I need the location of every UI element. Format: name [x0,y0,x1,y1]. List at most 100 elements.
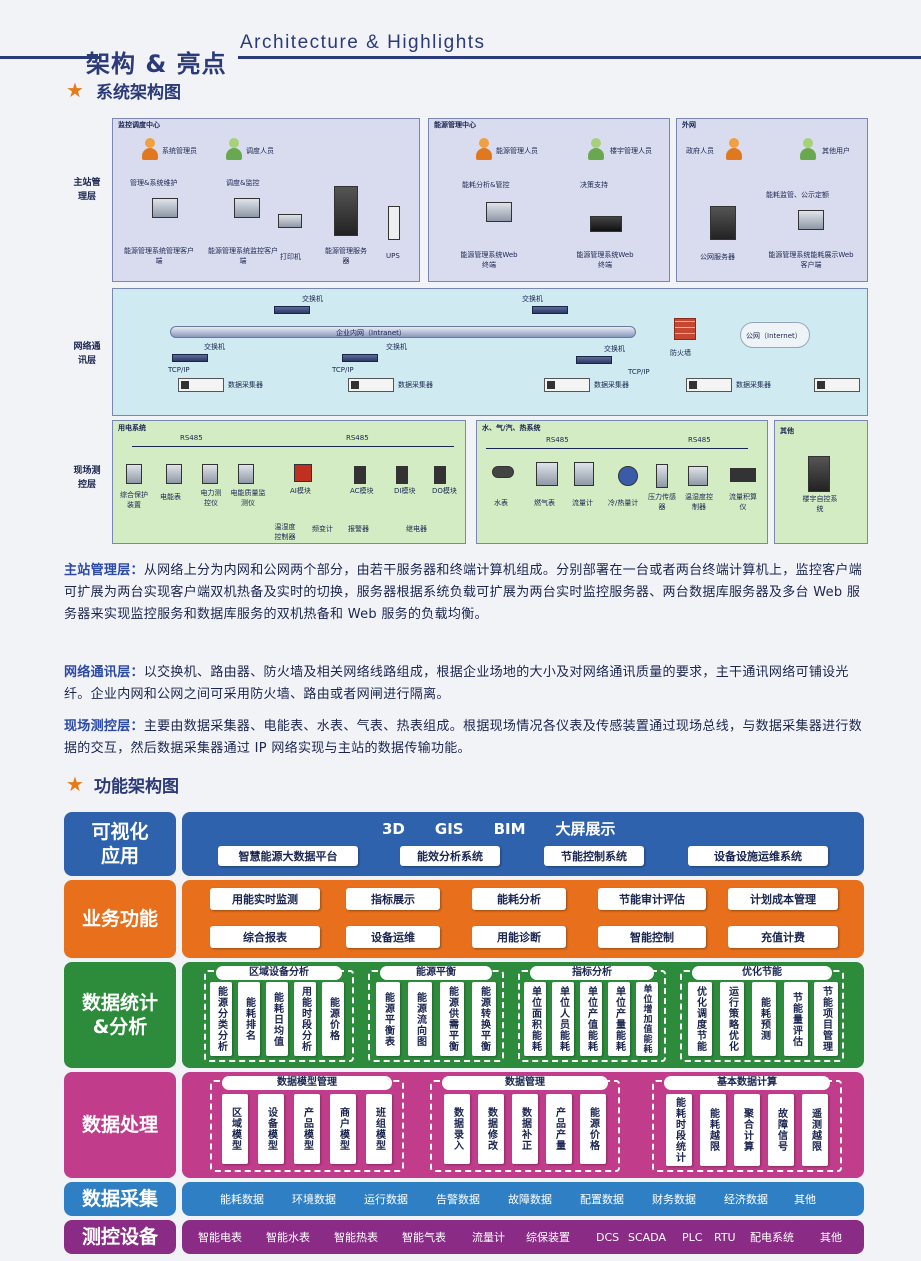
row-collection: 数据采集 能耗数据 环境数据 运行数据 告警数据 故障数据 配置数据 财务数据 … [64,1182,864,1216]
label-w7: 流量积算仪 [729,493,757,511]
stat-item: 单位产量能耗 [608,982,630,1056]
panel-energy-label: 能源管理中心 [434,121,476,129]
label-printer: 打印机 [280,253,301,261]
label-bms: 楼宇自控系统 [802,495,838,513]
label-di: DI模块 [394,487,416,495]
server-rack-icon [334,186,358,236]
internet-cloud-icon [740,322,810,348]
stat-group: 区域设备分析 [204,966,354,1062]
stat-group: 优化节能 [680,966,844,1062]
label-dispatcher: 调度人员 [246,147,274,155]
bms-server-icon [808,456,830,492]
label-pub-server: 公网服务器 [700,253,735,261]
module-icon [396,466,408,484]
stat-item: 能源供需平衡 [440,982,464,1056]
stat-item: 能源转换平衡 [472,982,496,1056]
star-icon: ★ [66,772,84,796]
proc-item: 故障信号 [768,1094,794,1166]
biz-item: 综合报表 [210,926,320,948]
viz-item: 能效分析系统 [400,846,500,866]
header-rule-left [0,56,100,59]
stat-item: 单位增加值能耗 [636,982,658,1056]
stat-item: 节能量评估 [784,982,808,1056]
device-item: RTU [714,1230,736,1244]
person-icon [476,138,492,160]
label-server: 能源管理服务器 [325,247,367,265]
device-item: DCS [596,1230,620,1244]
collect-item: 财务数据 [652,1193,696,1206]
bus-line [132,446,454,447]
flowmeter-icon [574,462,594,486]
module-icon [354,466,366,484]
layer-label-field: 现场测控层 [73,466,101,490]
proc-item: 能耗时段统计 [666,1094,692,1166]
proc-item: 班组模型 [366,1094,392,1164]
label-dispatch-monitor: 调度&监控 [226,179,260,187]
switch-icon [342,354,378,362]
proc-item: 产品产量 [546,1094,572,1164]
paragraph-master-layer: 主站管理层：从网络上分为内网和公网两个部分，由若干服务器和终端计算机组成。分别部… [64,563,863,622]
label-freq: 频变计 [312,525,333,533]
collect-item: 能耗数据 [220,1193,264,1206]
device-item: SCADA [628,1230,666,1244]
label-field-d1: 综合保护装置 [120,491,148,509]
printer-icon [278,214,302,228]
computer-icon [798,210,824,230]
collect-item: 运行数据 [364,1193,408,1206]
layer-label-network: 网络通讯层 [73,342,101,366]
label-ac: AC模块 [350,487,374,495]
label-intranet: 企业内网（Intranet） [336,329,406,337]
header-rule-right [238,56,921,59]
server-icon [710,206,736,240]
row-label-device: 测控设备 [64,1220,176,1254]
laptop-icon [590,216,622,232]
label-w1: 水表 [494,499,508,507]
label-mgmt-maint: 管理&系统维护 [130,179,178,187]
device-item: 流量计 [472,1231,505,1244]
biz-item: 节能审计评估 [598,888,706,910]
panel-other-label: 其他 [780,427,794,435]
pressure-sensor-icon [656,464,668,488]
proc-item: 聚合计算 [734,1094,760,1166]
label-switch: 交换机 [302,295,323,303]
biz-item: 用能实时监测 [210,888,320,910]
water-meter-icon [492,466,514,478]
label-collector: 数据采集器 [228,381,263,389]
proc-item: 能耗越限 [700,1094,726,1166]
label-gov: 政府人员 [686,147,714,155]
collector-icon [348,378,394,392]
panel-external [676,118,868,282]
switch-icon [172,354,208,362]
biz-item: 用能诊断 [472,926,566,948]
stat-item: 节能项目管理 [814,982,838,1056]
label-collector: 数据采集器 [594,381,629,389]
label-web1: 能源管理系统Web终端 [460,251,518,269]
proc-group: 数据管理 [430,1076,620,1172]
proc-item: 区域模型 [222,1094,248,1164]
device-item: PLC [682,1230,703,1244]
biz-item: 能耗分析 [472,888,566,910]
label-building-user: 楼宇管理人员 [610,147,652,155]
label-tcpip: TCP/IP [332,366,354,374]
label-internet: 公网（Internet） [746,332,802,340]
collector-icon [544,378,590,392]
panel-external-label: 外网 [682,121,696,129]
stat-item: 单位产值能耗 [580,982,602,1056]
label-temp: 温湿度控制器 [274,523,296,541]
label-ai: AI模块 [290,487,311,495]
module-icon [294,464,312,482]
label-relay: 继电器 [406,525,427,533]
label-web2: 能源管理系统Web终端 [576,251,634,269]
label-switch: 交换机 [522,295,543,303]
device-item: 智能水表 [266,1231,310,1244]
label-field-d4: 电能质量监测仪 [230,489,266,507]
stat-group: 指标分析 [518,966,666,1062]
panel-energy-center [428,118,670,282]
person-icon [726,138,742,160]
row-label-biz: 业务功能 [64,880,176,958]
device-item: 智能气表 [402,1231,446,1244]
paragraph-network-layer: 网络通讯层：以交换机、路由器、防火墙及相关网络线路组成，根据企业场地的大小及对网… [64,665,849,702]
paragraph-field-layer: 现场测控层：主要由数据采集器、电能表、水表、气表、热表组成。根据现场情况各仪表及… [64,719,863,756]
header-title-en: Architecture & Highlights [240,32,486,53]
viz-item: 智慧能源大数据平台 [218,846,358,866]
